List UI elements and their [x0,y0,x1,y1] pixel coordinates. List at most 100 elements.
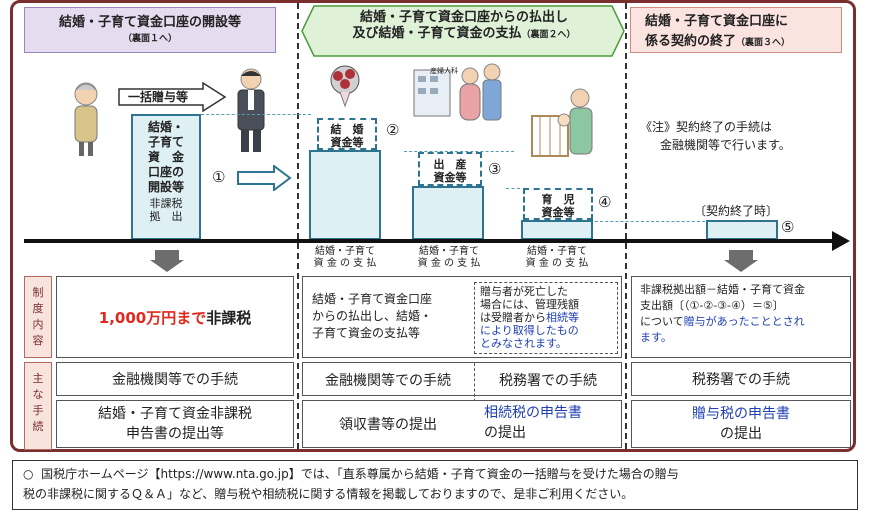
payment-label-3: 結婚・子育て 資 金 の 支 払 [512,246,602,270]
inheritance-line2: の提出 [484,425,526,441]
row-label-system-text: 制度内容 [32,286,44,347]
marker-1: ① [212,168,226,186]
note-text: 《注》契約終了の手続は 金融機関等で行います。 [640,118,791,154]
level-line-3 [506,188,520,189]
marker-5: ⑤ [781,218,795,236]
procedure-text-col2b: 税務署での手続 [499,373,597,389]
gift-tax-line2: の提出 [720,426,762,442]
withdrawal-description: 結婚・子育て資金口座 からの払出し、結婚・ 子育て資金の支払等 [312,291,432,342]
level-line-2 [404,151,514,152]
document-box-col3: 贈与税の申告書 の提出 [631,400,851,448]
birth-pillar [412,186,484,240]
payment-label-2: 結婚・子育て 資 金 の 支 払 [404,246,494,270]
marker-2: ② [386,121,400,139]
document-box-col2 [302,400,622,448]
wedding-label-line1: 結 婚 [330,123,364,136]
gift-calc-line1: 非課税拠出額－結婚・子育て資金 [640,283,805,296]
contract-end-label: 〔契約終了時〕 [694,204,779,218]
account-opening-pillar: 結婚・ 子育て 資 金 口座の 開設等 非課税 拠 出 [131,114,201,240]
deposit-arrow [237,165,292,191]
header-reference: （裏面３へ） [736,38,791,48]
column-divider-1 [297,3,299,449]
level-line-4 [595,221,705,222]
death-note-box: 贈与者が死亡した 場合には、管理残額 は受贈者から相続等 により取得したもの と… [474,282,618,354]
document-box-col1: 結婚・子育て資金非課税 申告書の提出等 [56,400,294,448]
payment-label-line1: 結婚・子育て [419,246,479,257]
column-header-account-opening: 結婚・子育て資金口座の開設等 （裏面１へ） [24,7,276,53]
down-arrow-1-icon [150,260,184,272]
level-line-1 [201,114,311,115]
procedure-box-col2 [302,362,622,396]
grandparent-icon [74,82,98,156]
footer-line2: 税の非課税に関するＱ＆Ａ」など、贈与税や相続税に関する情報を掲載しておりますので… [23,487,634,501]
header-title-line2: 及び結婚・子育て資金の支払 [352,26,522,41]
system-box-col3: 非課税拠出額－結婚・子育て資金 支出額〔（①-②-③-④）＝⑤〕 について贈与が… [631,276,851,358]
system-box-col2 [302,276,622,358]
gift-calc-line2: 支出額〔（①-②-③-④）＝⑤〕 [640,299,784,312]
gift-tax-line1: 贈与税の申告書 [692,406,790,422]
lump-gift-arrow [118,82,227,112]
inheritance-tax-return: 相続税の申告書 の提出 [484,403,582,443]
birth-label: 出 産 資金等 [418,152,482,186]
down-arrow-1-shaft [155,250,179,260]
death-note-line5: とみなされます。 [480,337,567,350]
withdrawal-line3: 子育て資金の支払等 [312,326,421,340]
note-line1: 《注》契約終了の手続は [640,120,773,134]
payment-label-line1: 結婚・子育て [527,246,587,257]
time-axis [24,239,840,243]
header-title-line2: 係る契約の終了 [645,34,737,49]
wedding-label: 結 婚 資金等 [317,118,377,150]
wedding-label-line2: 資金等 [330,136,364,149]
grandchild-illustration [230,66,272,158]
payment-label-line1: 結婚・子育て [315,246,375,257]
remaining-balance-pillar [706,220,778,240]
marker-4: ④ [598,193,612,211]
death-note-line2: 場合には、管理残額 [480,298,579,311]
header-title-line1: 結婚・子育て資金口座からの払出し [359,10,568,25]
time-axis-arrowhead [832,231,850,251]
row-label-procedure-text: 主な手続 [32,372,44,433]
gift-calc-line4: ます。 [640,331,672,344]
receipt-submission: 領収書等の提出 [339,417,437,433]
column-header-withdrawal: 結婚・子育て資金口座からの払出し 及び結婚・子育て資金の支払（裏面２へ） [314,10,614,43]
inheritance-line1: 相続税の申告書 [484,405,582,421]
open-line-2: 子育て [147,135,184,149]
note-line2: 金融機関等で行います。 [660,138,791,152]
payment-label-line2: 資 金 の 支 払 [417,258,481,269]
procedure-text: 金融機関等での手続 [112,372,238,388]
gift-calc-line3a: について [640,315,684,328]
payment-label-line2: 資 金 の 支 払 [313,258,377,269]
document-line2: 申告書の提出等 [126,426,224,442]
hospital-sign: 産婦人科 [430,67,458,75]
open-line-4: 口座の [147,165,184,179]
procedure-box-col3: 税務署での手続 [631,362,851,396]
system-box-col1: 1,000万円まで非課税 [56,276,294,358]
childcare-label-line2: 資金等 [541,206,575,219]
column-header-withdrawal-shape [301,5,625,57]
main-frame [10,0,856,452]
down-arrow-2-icon [724,260,758,272]
lump-gift-label: 一括贈与等 [128,90,189,104]
death-note-line4: により取得したもの [480,324,579,337]
open-line-3: 資 金 [147,150,184,164]
childcare-label: 育 児 資金等 [523,188,593,220]
procedure-text-col2: 金融機関等での手続 [325,373,451,389]
non-taxable-line1: 非課税 [149,197,183,210]
death-note-line3a: は受贈者から [480,311,546,324]
payment-label-line2: 資 金 の 支 払 [525,258,589,269]
column-header-contract-end: 結婚・子育て資金口座に 係る契約の終了（裏面３へ） [630,7,842,53]
withdrawal-line2: からの払出し、結婚・ [312,309,433,323]
footer-line1: 国税庁ホームページ【https://www.nta.go.jp】では、「直系尊属… [41,467,679,481]
header-reference: （裏面２へ） [521,30,576,40]
gift-calc-line3b: 贈与があったこととされ [683,315,805,328]
wedding-pillar [309,150,381,240]
column-divider-2 [625,3,627,449]
tax-free-limit: 1,000万円まで [98,308,207,327]
tax-free-text: 非課税 [206,308,252,327]
hospital-family-icon [413,63,502,121]
procedure-text: 税務署での手続 [692,372,790,388]
footer-bullet: ○ [23,467,34,481]
businessman-icon [237,68,265,152]
grandparent-illustration [68,80,104,165]
header-title: 結婚・子育て資金口座の開設等 [58,15,241,30]
